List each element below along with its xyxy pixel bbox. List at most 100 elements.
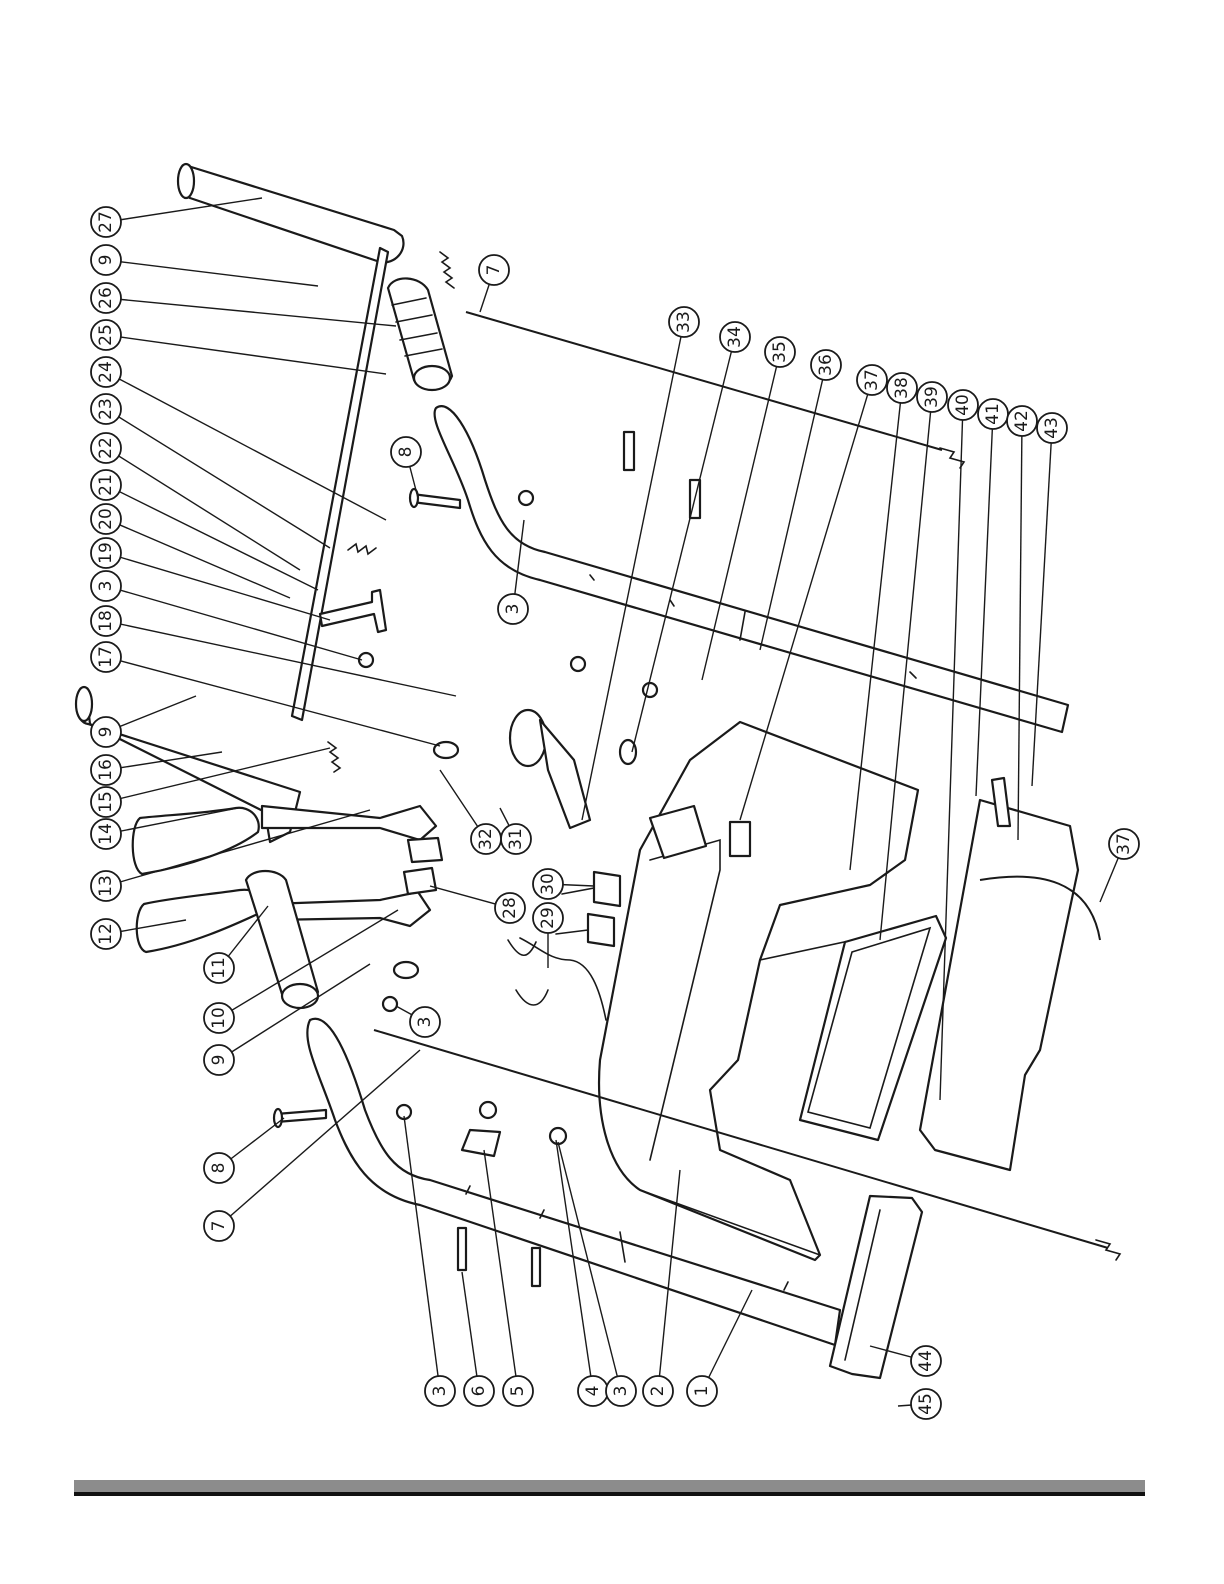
callout-number: 9 — [209, 1055, 229, 1066]
callout-26: 26 — [91, 283, 121, 313]
callout-number: 26 — [96, 287, 116, 309]
callout-14: 14 — [91, 819, 121, 849]
callout-number: 40 — [953, 394, 973, 416]
callout-42: 42 — [1007, 406, 1037, 436]
footer-bar — [74, 1480, 1145, 1496]
long-rod — [292, 248, 388, 720]
callout-28: 28 — [495, 893, 525, 923]
callout-34: 34 — [720, 322, 750, 352]
callout-number: 21 — [96, 474, 116, 496]
callout-37: 37 — [857, 365, 887, 395]
leader-line-22 — [106, 448, 300, 570]
callout-12: 12 — [91, 919, 121, 949]
callout-4: 4 — [578, 1376, 608, 1406]
callout-number: 34 — [725, 326, 745, 348]
callout-16: 16 — [91, 755, 121, 785]
callout-13: 13 — [91, 871, 121, 901]
callout-35: 35 — [765, 337, 795, 367]
callout-number: 9 — [96, 727, 116, 738]
callout-number: 17 — [96, 646, 116, 668]
switches — [556, 872, 620, 946]
callout-9: 9 — [91, 717, 121, 747]
callout-number: 22 — [96, 437, 116, 459]
callout-5: 5 — [503, 1376, 533, 1406]
leader-line-41 — [976, 414, 993, 796]
callout-27: 27 — [91, 207, 121, 237]
callout-36: 36 — [811, 350, 841, 380]
callout-number: 12 — [96, 923, 116, 945]
callout-7: 7 — [204, 1211, 234, 1241]
callout-43: 43 — [1037, 413, 1067, 443]
grip-roller-26 — [388, 278, 452, 390]
leader-line-43 — [1032, 428, 1052, 786]
leader-line-34 — [632, 337, 735, 752]
callout-number: 23 — [96, 398, 116, 420]
callout-18: 18 — [91, 606, 121, 636]
callout-29: 29 — [533, 903, 563, 933]
leader-line-18 — [106, 621, 456, 696]
callout-number: 3 — [611, 1386, 631, 1397]
leader-line-3 — [404, 1116, 440, 1391]
callout-3: 3 — [606, 1376, 636, 1406]
callout-17: 17 — [91, 642, 121, 672]
callout-number: 16 — [96, 759, 116, 781]
callout-9: 9 — [204, 1045, 234, 1075]
callout-number: 42 — [1012, 410, 1032, 432]
callout-number: 29 — [538, 907, 558, 929]
callout-3: 3 — [425, 1376, 455, 1406]
callout-number: 7 — [484, 265, 504, 276]
leader-line-4 — [556, 1140, 593, 1391]
callout-number: 15 — [96, 791, 116, 813]
callout-40: 40 — [948, 390, 978, 420]
callout-number: 37 — [862, 369, 882, 391]
callout-20: 20 — [91, 504, 121, 534]
handle-grip-13 — [133, 806, 436, 874]
callout-19: 19 — [91, 538, 121, 568]
leader-line-19 — [106, 553, 330, 620]
callout-number: 5 — [508, 1386, 528, 1397]
callout-number: 27 — [96, 211, 116, 233]
callout-39: 39 — [917, 382, 947, 412]
callout-41: 41 — [978, 399, 1008, 429]
leader-line-42 — [1018, 421, 1022, 840]
callout-number: 11 — [209, 957, 229, 979]
callout-number: 1 — [692, 1386, 712, 1397]
callout-number: 7 — [209, 1221, 229, 1232]
upper-frame-tube — [435, 406, 1068, 732]
callout-15: 15 — [91, 787, 121, 817]
leader-line-17 — [106, 657, 440, 746]
leader-line-26 — [106, 298, 396, 326]
callout-number: 24 — [96, 361, 116, 383]
callout-11: 11 — [204, 953, 234, 983]
callout-number: 36 — [816, 354, 836, 376]
callout-number: 3 — [430, 1386, 450, 1397]
callout-number: 30 — [538, 873, 558, 895]
callout-number: 31 — [506, 828, 526, 850]
callout-37: 37 — [1109, 829, 1139, 859]
callout-9: 9 — [91, 245, 121, 275]
callout-10: 10 — [204, 1003, 234, 1033]
callout-3: 3 — [498, 594, 528, 624]
callout-number: 39 — [922, 386, 942, 408]
callout-number: 25 — [96, 324, 116, 346]
callout-number: 37 — [1114, 833, 1134, 855]
callout-38: 38 — [887, 373, 917, 403]
leader-line-23 — [106, 409, 330, 548]
callout-number: 8 — [396, 447, 416, 458]
callout-number: 43 — [1042, 417, 1062, 439]
callout-24: 24 — [91, 357, 121, 387]
callout-number: 3 — [96, 581, 116, 592]
callout-number: 45 — [916, 1393, 936, 1415]
callout-6: 6 — [464, 1376, 494, 1406]
callout-number: 4 — [583, 1386, 603, 1397]
callout-3: 3 — [91, 571, 121, 601]
callout-1: 1 — [687, 1376, 717, 1406]
callout-number: 28 — [500, 897, 520, 919]
wire-harness — [508, 938, 606, 1020]
callout-22: 22 — [91, 433, 121, 463]
callout-44: 44 — [911, 1346, 941, 1376]
callout-number: 2 — [648, 1386, 668, 1397]
callout-number: 14 — [96, 823, 116, 845]
callout-21: 21 — [91, 470, 121, 500]
callout-3: 3 — [410, 1007, 440, 1037]
